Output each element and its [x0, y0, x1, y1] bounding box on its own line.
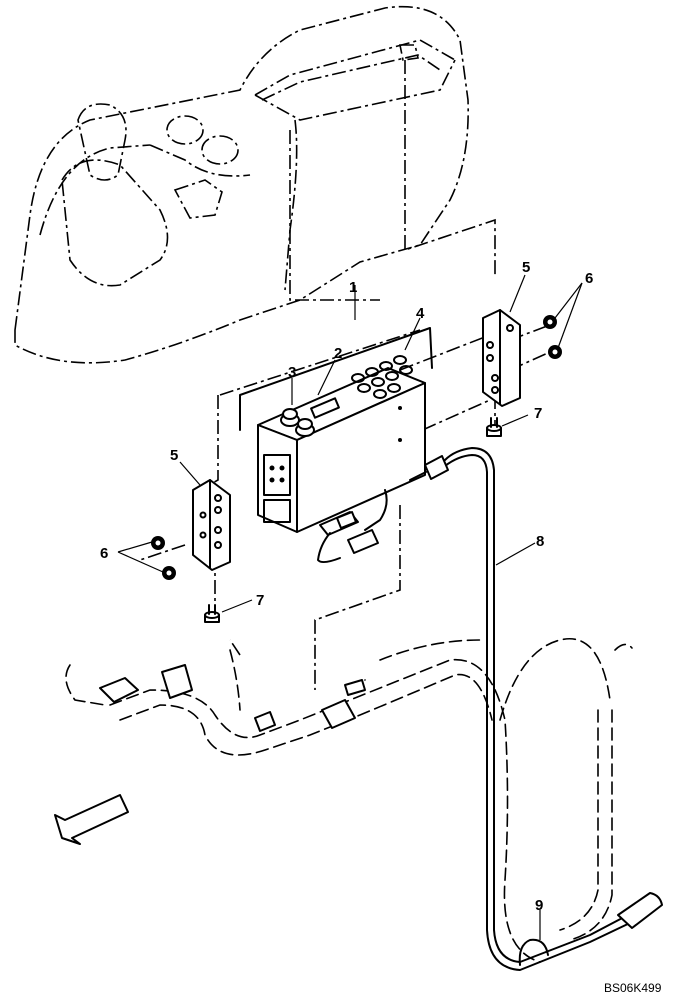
assembly-bracket-outline [239, 285, 433, 431]
wiring-harness [65, 638, 633, 966]
callout-5-left: 5 [170, 447, 178, 464]
callout-7-right: 7 [534, 405, 542, 422]
nut-left-lower [162, 566, 176, 580]
callout-4: 4 [416, 305, 425, 322]
antenna-cable [409, 447, 663, 971]
controller-unit [257, 355, 426, 564]
callout-6-right: 6 [585, 270, 593, 287]
nut-left-upper [151, 536, 165, 550]
operator-console [14, 5, 469, 364]
direction-arrow-icon [54, 794, 129, 845]
drawing-reference-code: BS06K499 [604, 981, 662, 995]
callout-8: 8 [536, 533, 544, 550]
callout-1: 1 [349, 279, 357, 296]
callout-2: 2 [334, 345, 342, 362]
callout-6-left: 6 [100, 545, 108, 562]
callout-9: 9 [535, 897, 543, 914]
bolt-right [486, 417, 502, 437]
nut-right-lower [548, 345, 562, 359]
callout-leaders [117, 274, 583, 940]
bolt-left [204, 604, 220, 623]
button-keypad [351, 355, 413, 399]
rotary-knob-secondary [295, 418, 315, 437]
mounting-bracket-left [192, 479, 231, 571]
mounting-bracket-right [482, 309, 521, 407]
rotary-knob [280, 408, 300, 427]
callout-3: 3 [288, 364, 296, 381]
nut-right-upper [543, 315, 557, 329]
callout-5-right: 5 [522, 259, 530, 276]
callout-7-left: 7 [256, 592, 264, 609]
